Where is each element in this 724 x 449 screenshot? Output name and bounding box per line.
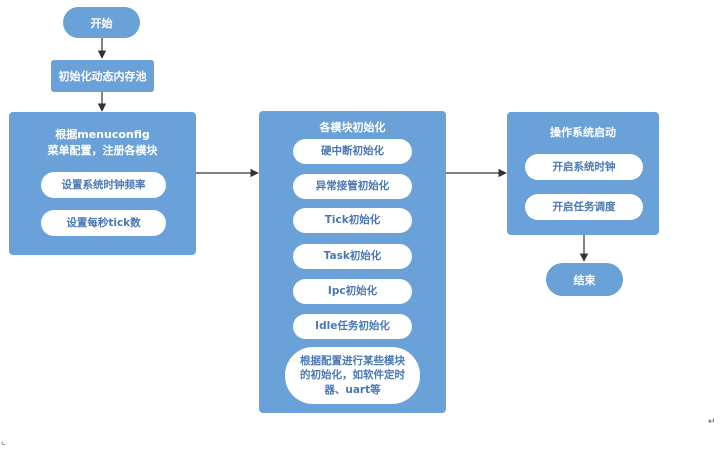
config-title-line2: 菜单配置，注册各模块 — [47, 143, 158, 157]
module-item-optional-init: 根据配置进行某些模块 的初始化，如软件定时 器、uart等 — [285, 347, 420, 404]
start-node: 开始 — [63, 7, 140, 38]
modules-group-title: 各模块初始化 — [319, 121, 386, 134]
module-item-label: 异常接管初始化 — [315, 180, 390, 193]
config-group: 根据menuconfig 菜单配置，注册各模块 设置系统时钟频率 设置每秒tic… — [9, 112, 196, 255]
config-item-ticks-per-second: 设置每秒tick数 — [41, 210, 166, 236]
end-node: 结束 — [546, 263, 623, 296]
optional-init-line2: 的初始化，如软件定时 — [300, 369, 405, 382]
module-item-label: Task初始化 — [323, 250, 382, 263]
end-label: 结束 — [573, 273, 596, 287]
config-item-clock-frequency: 设置系统时钟频率 — [41, 172, 166, 198]
module-item-label: Ipc初始化 — [327, 285, 378, 298]
os-start-group-title: 操作系统启动 — [550, 126, 616, 139]
config-title-line1: 根据menuconfig — [55, 128, 150, 141]
paragraph-mark: ↵ — [708, 417, 716, 427]
module-item-tick-init: Tick初始化 — [293, 208, 412, 233]
os-item-start-scheduler: 开启任务调度 — [525, 194, 643, 220]
module-item-exception-init: 异常接管初始化 — [293, 174, 412, 199]
corner-mark: ⌞ — [1, 437, 6, 447]
start-label: 开始 — [90, 16, 113, 30]
module-item-label: 硬中断初始化 — [321, 145, 384, 158]
init-memory-node: 初始化动态内存池 — [51, 60, 154, 92]
os-item-start-clock: 开启系统时钟 — [525, 154, 643, 180]
modules-group: 各模块初始化 硬中断初始化 异常接管初始化 Tick初始化 Task初始化 Ip… — [259, 111, 446, 413]
config-item-label: 设置每秒tick数 — [66, 216, 141, 229]
module-item-task-init: Task初始化 — [293, 244, 412, 269]
module-item-label: Idle任务初始化 — [315, 320, 390, 333]
os-item-label: 开启任务调度 — [552, 200, 616, 213]
module-item-ipc-init: Ipc初始化 — [293, 279, 412, 304]
init-memory-label: 初始化动态内存池 — [58, 70, 147, 83]
config-group-title: 根据menuconfig 菜单配置，注册各模块 — [9, 127, 196, 159]
config-item-label: 设置系统时钟频率 — [61, 178, 146, 191]
module-item-idle-task-init: Idle任务初始化 — [293, 314, 412, 339]
optional-init-line3: 器、uart等 — [324, 383, 381, 396]
module-item-hwi-init: 硬中断初始化 — [293, 139, 412, 164]
os-start-group: 操作系统启动 开启系统时钟 开启任务调度 — [507, 112, 659, 235]
os-item-label: 开启系统时钟 — [552, 160, 616, 173]
optional-init-line1: 根据配置进行某些模块 — [300, 355, 405, 368]
module-item-label: Tick初始化 — [324, 214, 381, 227]
